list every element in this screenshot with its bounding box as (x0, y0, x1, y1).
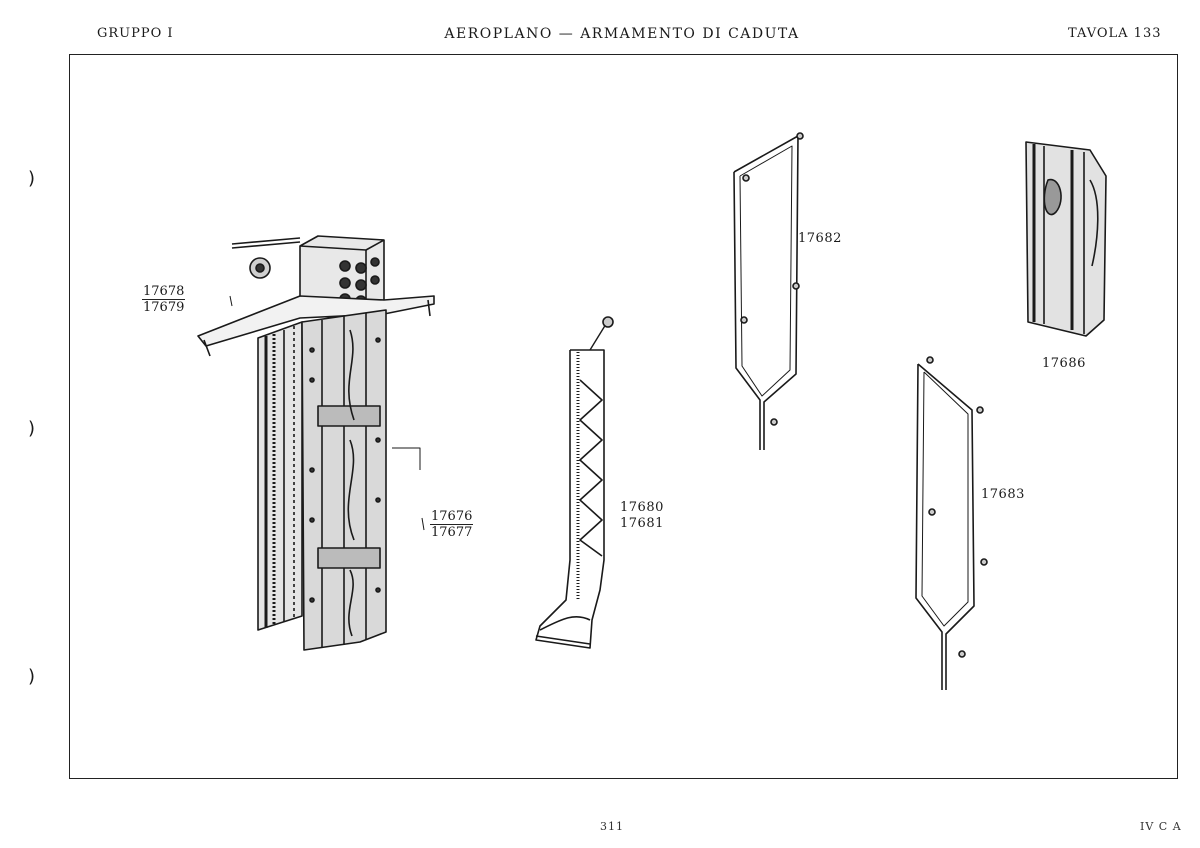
binding-mark: ) (28, 168, 36, 189)
part-number: 17677 (431, 525, 473, 540)
part-number: 17680 (620, 500, 664, 515)
frame-17683 (915, 356, 988, 690)
plate-frame (69, 54, 1178, 779)
binding-mark: ) (28, 418, 36, 439)
plate-number: TAVOLA 133 (1068, 26, 1162, 41)
part-number-fraction: 17676 17677 (430, 509, 474, 540)
section-code: IV C A (1140, 820, 1182, 833)
part-number: 17681 (620, 516, 664, 531)
page-title: AEROPLANO — ARMAMENTO DI CADUTA (444, 26, 800, 42)
page-number: 311 (600, 820, 624, 833)
bomb-cradle (535, 316, 614, 649)
part-number-fraction: 17678 17679 (142, 284, 186, 315)
binding-mark: ) (28, 666, 36, 687)
part-number: 17678 (142, 284, 186, 300)
bomb-rack-assembly (197, 235, 435, 651)
part-number: 17686 (1042, 356, 1086, 371)
part-number: 17676 (430, 509, 474, 525)
part-number: 17683 (981, 487, 1025, 502)
part-number: 17682 (798, 231, 842, 246)
part-number: 17679 (143, 300, 185, 315)
frame-17682 (733, 132, 804, 450)
release-mechanism (1025, 141, 1107, 337)
group-label: GRUPPO I (97, 26, 174, 41)
